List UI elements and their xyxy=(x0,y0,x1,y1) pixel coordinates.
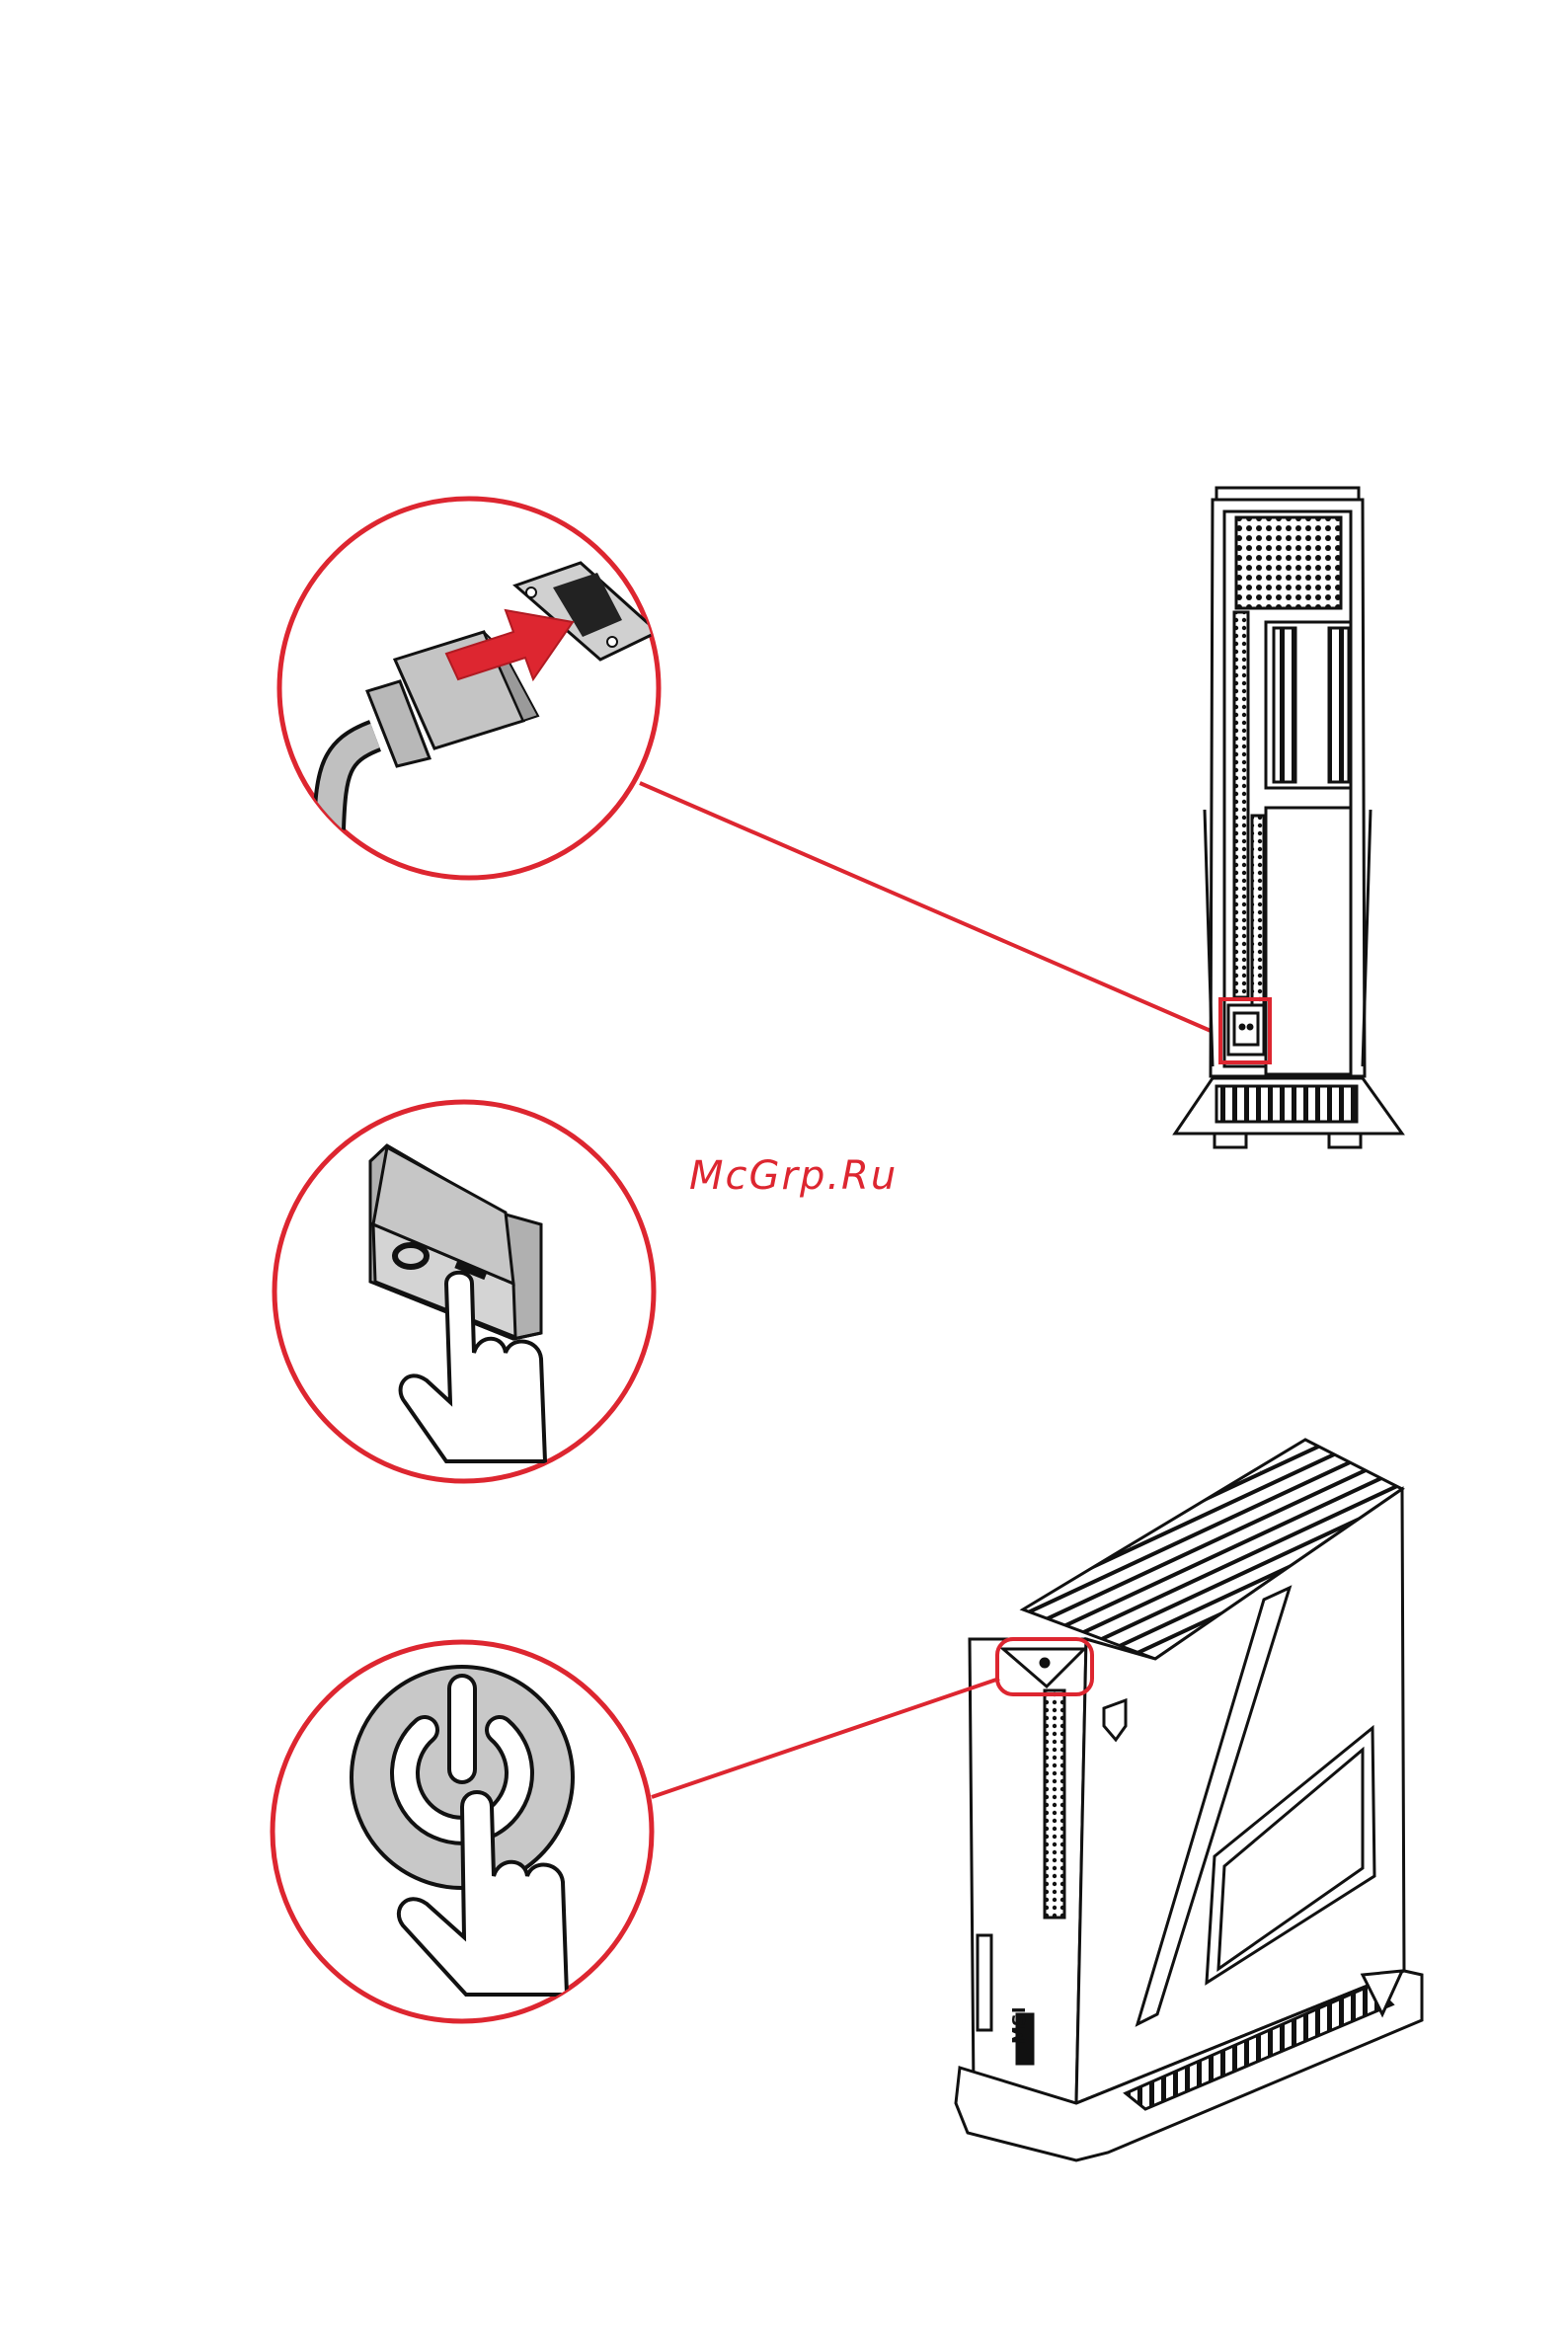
power-cord-callout xyxy=(279,499,1224,1037)
msi-badge: MSI xyxy=(1009,2006,1030,2044)
pc-front-view xyxy=(956,1440,1422,2160)
power-button-callout xyxy=(273,1642,652,2021)
psu-switch-callout xyxy=(274,1102,654,1481)
callout-leader-line xyxy=(640,783,1224,1037)
watermark-text: McGrp.Ru xyxy=(689,1153,898,1199)
callout-leader-line xyxy=(652,1679,999,1797)
pc-rear-view xyxy=(1175,488,1402,1147)
